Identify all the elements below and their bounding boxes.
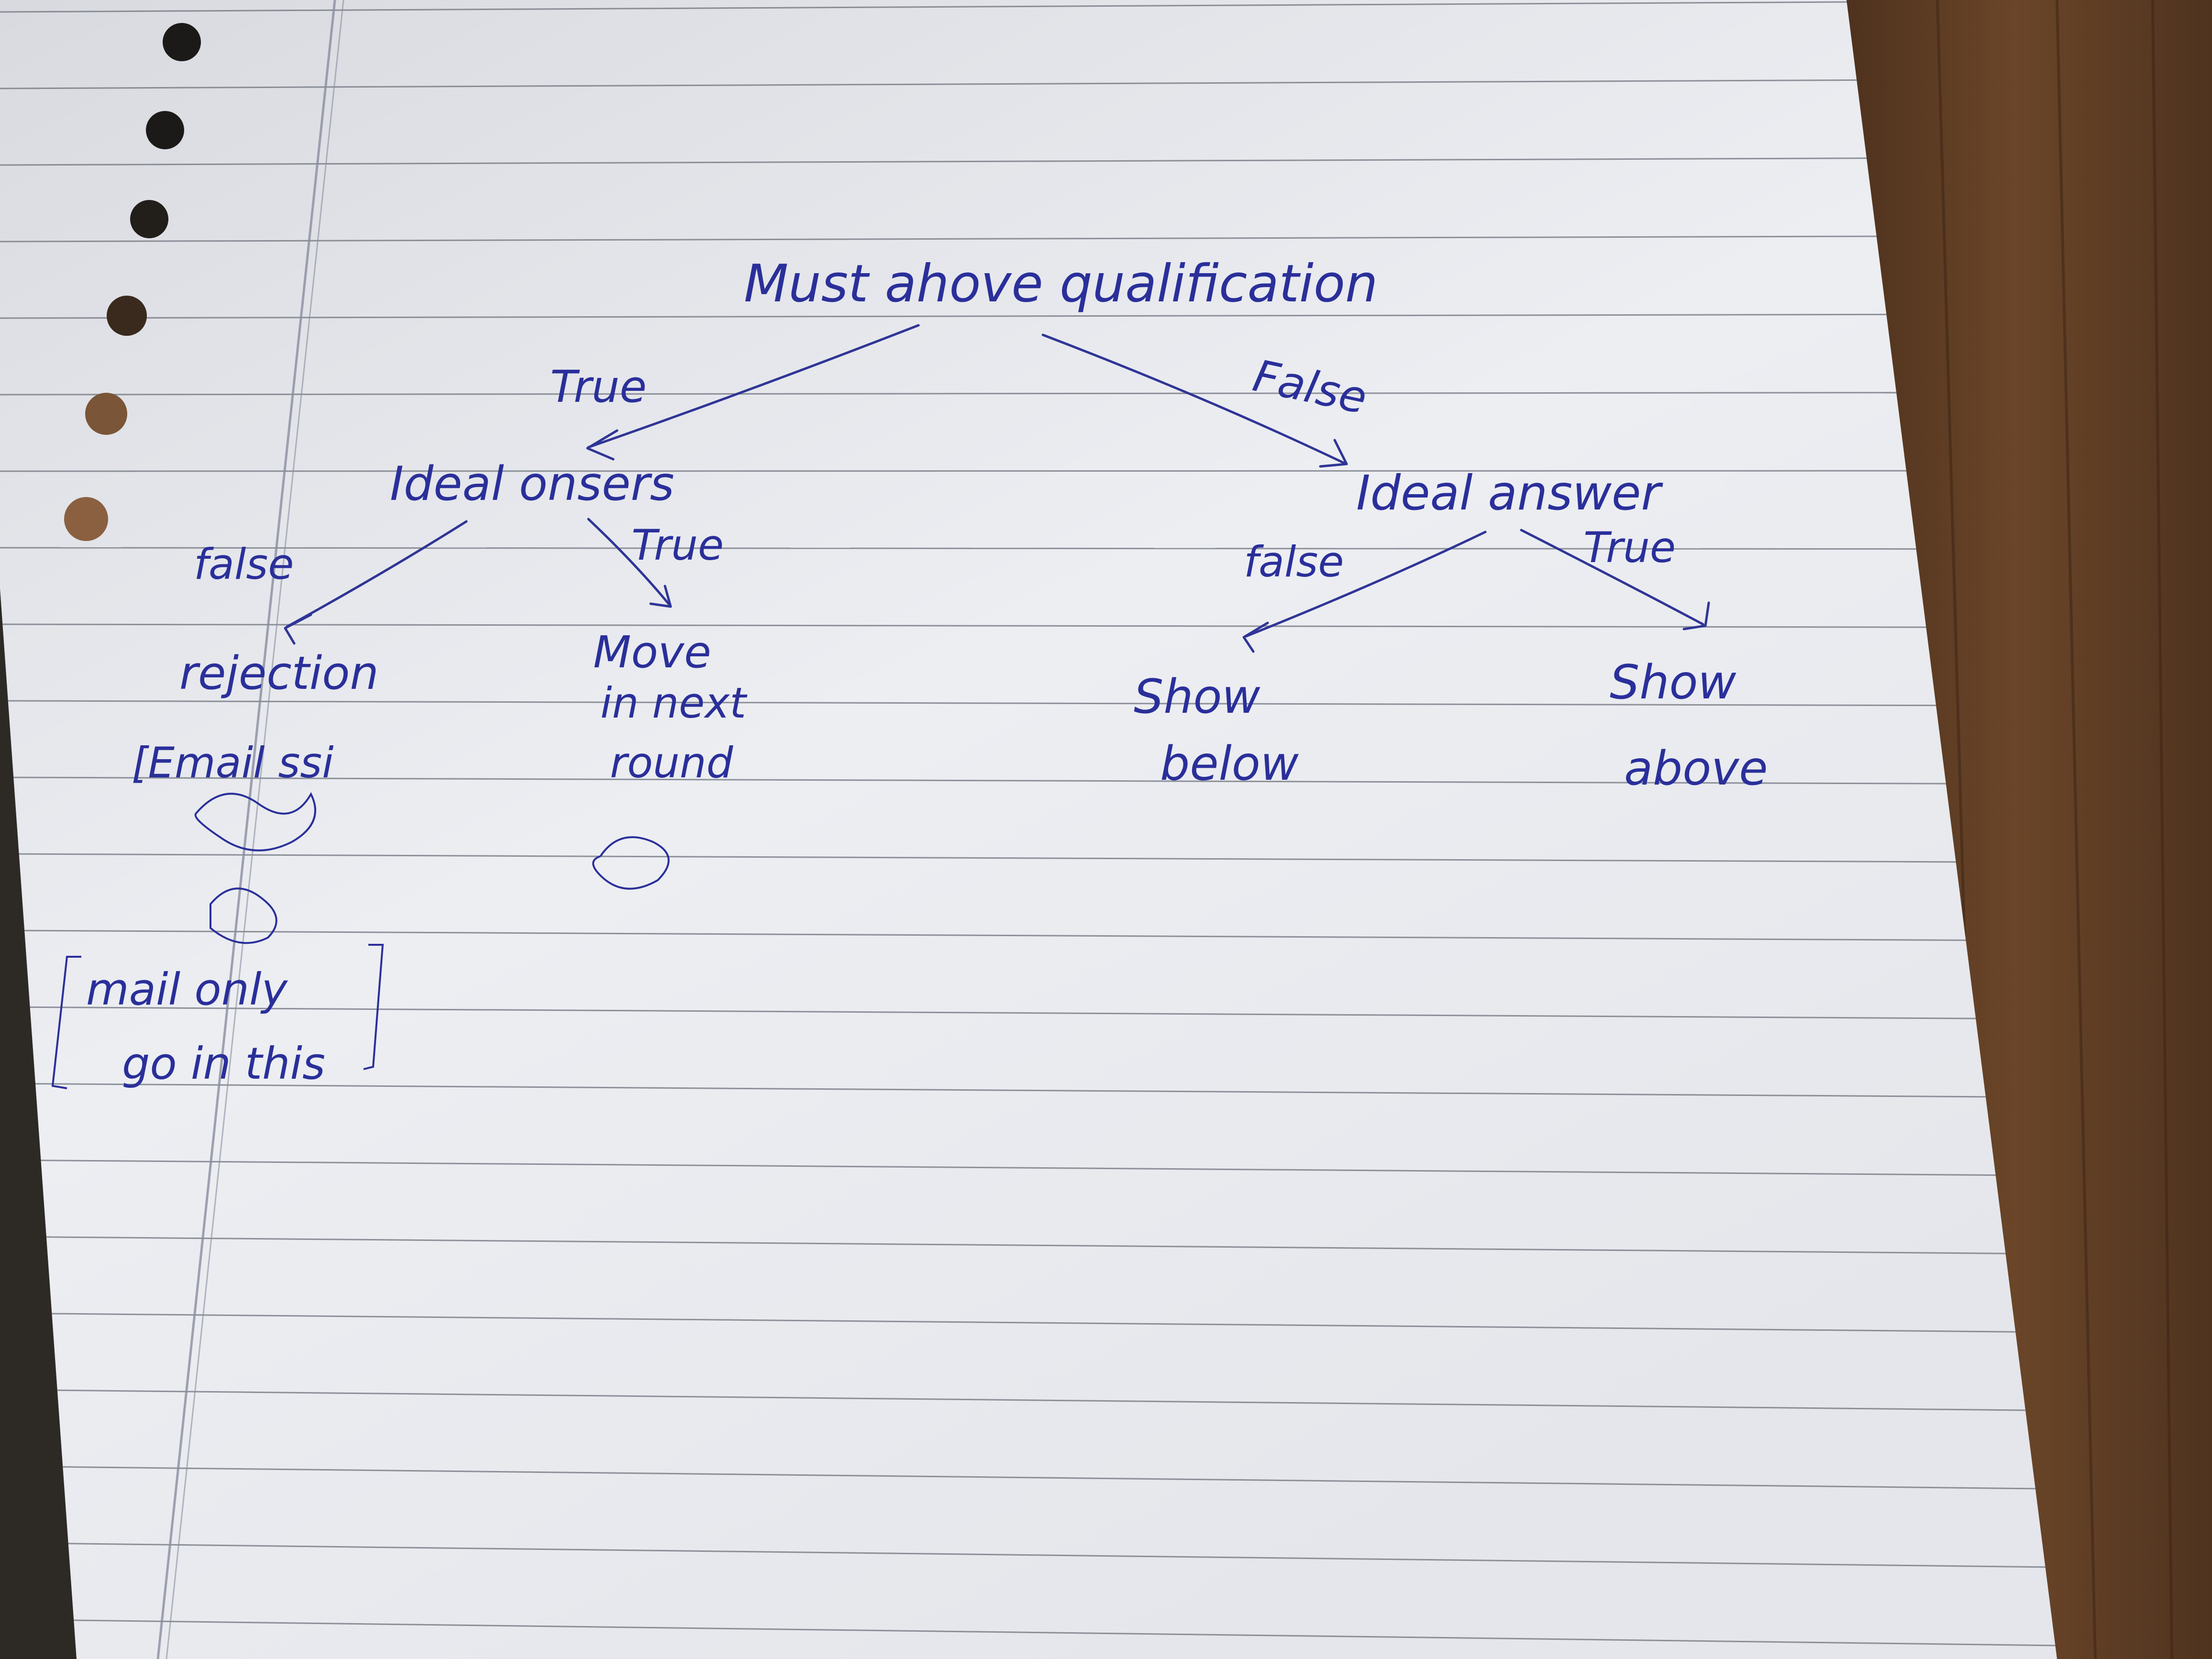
edge-label-left-false: false bbox=[194, 540, 294, 589]
diagram-labels: Must ahove qualification True False Idea… bbox=[51, 254, 1768, 1089]
ruled-line bbox=[0, 1312, 2057, 1335]
edge-left-false bbox=[286, 520, 468, 628]
note-go-in-this: go in this bbox=[122, 1038, 325, 1089]
root-node: Must ahove qualification bbox=[744, 254, 1378, 314]
ruled-line bbox=[0, 547, 2057, 550]
node-right-ideal-answer: Ideal answer bbox=[1356, 465, 1663, 521]
outcome-move-line2: in next bbox=[600, 678, 748, 728]
ruled-line bbox=[0, 1006, 2057, 1021]
ruled-line bbox=[0, 1465, 2057, 1492]
margin-line bbox=[156, 0, 336, 1659]
scribble-mark-2 bbox=[210, 887, 277, 944]
binder-hole bbox=[64, 497, 108, 541]
ruled-line bbox=[0, 77, 2057, 89]
outcome-move-line3: round bbox=[610, 738, 734, 787]
wooden-table bbox=[1818, 0, 2212, 1659]
edge-left-true bbox=[587, 518, 671, 607]
edge-right-true bbox=[1520, 529, 1704, 626]
margin-line-2 bbox=[166, 0, 344, 1659]
edge-label-left-true-2: True bbox=[631, 520, 724, 570]
edge-root-to-right bbox=[1041, 333, 1346, 465]
note-bracket-left bbox=[51, 956, 81, 1089]
binder-hole bbox=[107, 296, 147, 336]
binder-hole bbox=[146, 111, 184, 149]
edge-right-false bbox=[1245, 531, 1487, 638]
ruled-line bbox=[0, 776, 2057, 785]
ruled-line bbox=[0, 700, 2057, 707]
ruled-line bbox=[0, 1236, 2057, 1256]
diagram-edges bbox=[284, 324, 1710, 653]
outcome-show-below-line2: below bbox=[1160, 737, 1299, 791]
ruled-line bbox=[0, 0, 2057, 13]
ruled-line bbox=[0, 156, 2057, 166]
outcome-rejection-bracket: [Email ssi bbox=[132, 738, 334, 787]
arrowhead-left bbox=[586, 429, 619, 461]
ruled-line bbox=[0, 1618, 2057, 1648]
outcome-show-above-line2: above bbox=[1624, 741, 1768, 796]
edge-root-to-left bbox=[587, 324, 920, 449]
ruled-line bbox=[0, 1542, 2057, 1570]
ruled-line bbox=[0, 1389, 2057, 1413]
outcome-move-line1: Move bbox=[593, 627, 711, 678]
outcome-rejection: rejection bbox=[179, 647, 379, 700]
ruled-line bbox=[0, 853, 2057, 864]
binder-hole bbox=[85, 393, 127, 435]
binder-hole bbox=[163, 23, 201, 61]
note-mail-only: mail only bbox=[86, 964, 288, 1015]
arrowhead-right-false bbox=[1242, 621, 1269, 653]
ruled-line bbox=[0, 623, 2057, 629]
scribble-mark bbox=[194, 792, 316, 852]
edge-label-right-true: True bbox=[1583, 523, 1676, 572]
ruled-line bbox=[0, 234, 2057, 243]
node-left-ideal-answer: Ideal onsers bbox=[390, 457, 675, 511]
ruled-line bbox=[0, 929, 2057, 942]
arrowhead-right-true bbox=[1682, 601, 1710, 630]
arrowhead-right bbox=[1319, 439, 1348, 468]
edge-label-right-false-2: false bbox=[1244, 537, 1344, 586]
ruled-line bbox=[0, 391, 2057, 396]
edge-label-left-true: True bbox=[550, 361, 647, 412]
binder-holes bbox=[64, 23, 201, 541]
outcome-show-below-line1: Show bbox=[1134, 670, 1261, 724]
ruled-line bbox=[0, 1159, 2057, 1178]
ruled-line bbox=[0, 1083, 2057, 1099]
paper-sheet bbox=[0, 0, 2057, 1659]
note-bracket-right bbox=[363, 944, 384, 1070]
arrowhead-left-false bbox=[284, 613, 312, 645]
binder-hole bbox=[130, 200, 168, 238]
outcome-show-above-line1: Show bbox=[1610, 655, 1736, 710]
scribble-mark-3 bbox=[592, 836, 670, 890]
arrowhead-left-true bbox=[649, 585, 672, 608]
ruled-line bbox=[0, 313, 2057, 319]
